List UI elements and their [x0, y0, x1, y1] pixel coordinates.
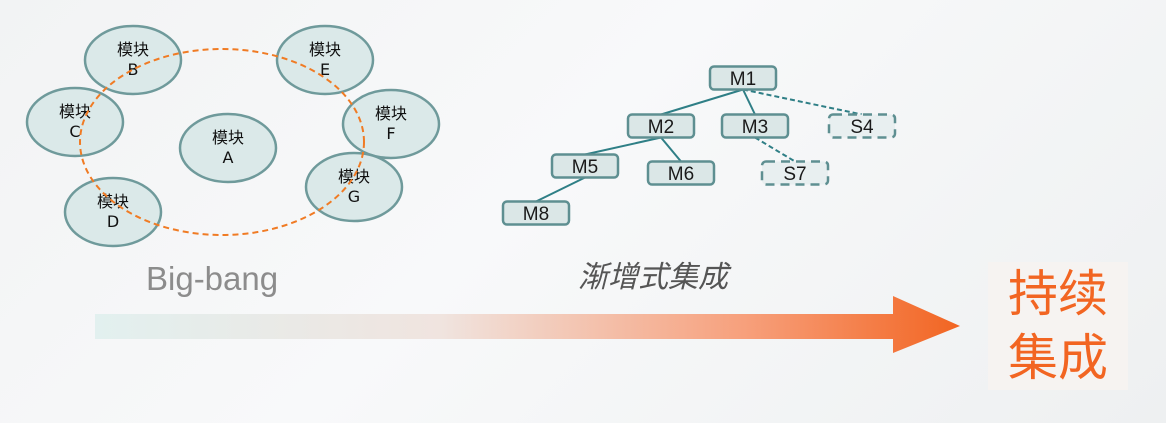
node-box: [708, 65, 778, 91]
edge-m5-m8: [535, 176, 586, 203]
continuous-integration-label: 持续 集成: [988, 262, 1128, 390]
module-d: 模块D: [63, 176, 163, 248]
tree-node-s4: S4: [827, 113, 897, 139]
node-label: M6: [668, 164, 694, 185]
module-letter: C: [69, 122, 80, 141]
node-box: [720, 113, 790, 139]
tree-node-m2: M2: [626, 113, 696, 139]
edge-m1-s4: [742, 88, 863, 116]
progression-arrow: [95, 296, 960, 353]
node-box: [760, 160, 830, 186]
module-ellipse: [63, 176, 163, 248]
node-label: M2: [648, 117, 674, 138]
module-f: 模块F: [341, 88, 441, 160]
module-title: 模块: [338, 167, 370, 186]
module-letter: A: [223, 148, 234, 167]
module-b: 模块B: [83, 24, 183, 96]
node-box: [646, 160, 716, 186]
edge-m2-m5: [584, 136, 662, 156]
module-ellipse: [25, 86, 125, 158]
module-title: 模块: [212, 128, 244, 147]
edge-m1-m3: [742, 89, 756, 115]
node-box: [626, 113, 696, 139]
edge-m3-s7: [754, 136, 796, 163]
module-title: 模块: [375, 104, 407, 123]
module-ellipse: [178, 112, 278, 184]
module-letter: F: [386, 124, 395, 143]
node-label: S4: [850, 117, 874, 138]
node-box: [550, 153, 620, 179]
tree-node-m3: M3: [720, 113, 790, 139]
ci-line1: 持续: [1008, 265, 1108, 323]
module-ellipse: [275, 24, 375, 96]
node-box: [501, 200, 571, 226]
module-a: 模块A: [178, 112, 278, 184]
module-letter: B: [128, 60, 139, 79]
node-label: M8: [523, 204, 549, 225]
edge-m2-m6: [660, 136, 682, 163]
node-label: M5: [572, 157, 598, 178]
bigbang-boundary: [79, 48, 365, 236]
node-label: M1: [730, 69, 756, 90]
node-label: M3: [742, 117, 768, 138]
module-letter: G: [348, 187, 360, 206]
module-title: 模块: [117, 40, 149, 59]
module-title: 模块: [59, 102, 91, 121]
module-ellipse: [83, 24, 183, 96]
module-e: 模块E: [275, 24, 375, 96]
module-ellipse: [341, 88, 441, 160]
tree-node-m1: M1: [708, 65, 778, 91]
tree-edges: [535, 88, 863, 203]
module-letter: D: [107, 212, 119, 231]
module-g: 模块G: [304, 151, 404, 223]
tree-node-m5: M5: [550, 153, 620, 179]
tree-node-m8: M8: [501, 200, 571, 226]
module-ellipse: [304, 151, 404, 223]
tree-node-s7: S7: [760, 160, 830, 186]
tree-node-m6: M6: [646, 160, 716, 186]
module-letter: E: [320, 60, 330, 79]
incremental-label: 渐增式集成: [578, 260, 728, 295]
ci-line2: 集成: [1008, 329, 1108, 387]
bigbang-label: Big-bang: [146, 260, 279, 297]
edge-m1-m2: [660, 88, 744, 116]
node-label: S7: [783, 164, 806, 185]
module-c: 模块C: [25, 86, 125, 158]
module-title: 模块: [309, 40, 341, 59]
node-box: [827, 113, 897, 139]
